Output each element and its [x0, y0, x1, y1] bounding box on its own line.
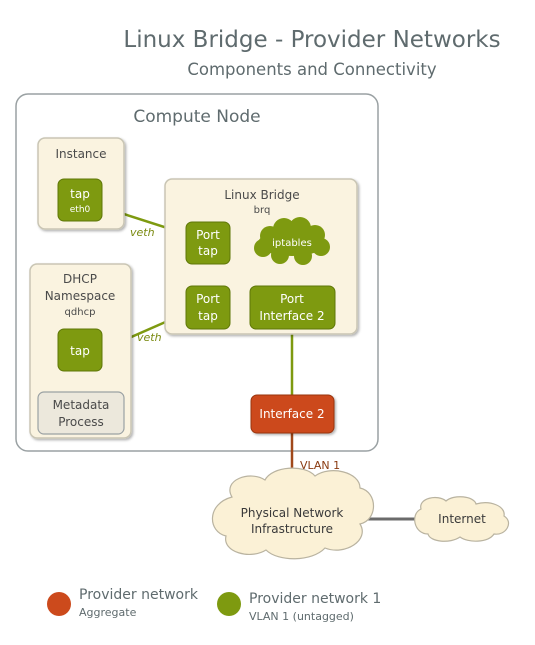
dhcp-tap	[57, 328, 103, 372]
dhcp-sub: qdhcp	[65, 307, 96, 318]
legend-dot-aggregate	[47, 592, 71, 616]
dhcp-title-line1: DHCP	[63, 272, 97, 286]
internet-label: Internet	[438, 512, 486, 526]
physical-network-line1: Physical Network	[241, 506, 344, 520]
bridge-port-tap-1	[185, 221, 231, 265]
interface-2-box	[250, 394, 335, 434]
legend-dot-provider-1	[217, 592, 241, 616]
legend-title-provider-1: Provider network 1	[249, 591, 381, 607]
port-iface-line1: Port	[280, 292, 304, 306]
vlan-label: VLAN 1	[300, 459, 340, 472]
legend-sub-aggregate: Aggregate	[79, 606, 137, 619]
bridge-sub: brq	[254, 205, 271, 216]
interface-2-label: Interface 2	[259, 407, 324, 421]
compute-node-title: Compute Node	[133, 107, 260, 127]
diagram-title: Linux Bridge - Provider Networks	[123, 27, 500, 53]
metadata-line1: Metadata	[53, 398, 110, 412]
legend-sub-provider-1: VLAN 1 (untagged)	[249, 610, 354, 623]
dhcp-title-line2: Namespace	[45, 289, 116, 303]
internet-cloud	[414, 496, 509, 542]
port-iface-line2: Interface 2	[259, 309, 324, 323]
instance-tap	[57, 178, 103, 222]
port-tap-2-line2: tap	[198, 309, 218, 323]
port-tap-1-line2: tap	[198, 244, 218, 258]
physical-network-line2: Infrastructure	[251, 522, 333, 536]
legend-title-aggregate: Provider network	[79, 587, 199, 603]
physical-network-cloud	[211, 467, 374, 560]
diagram-subtitle: Components and Connectivity	[187, 60, 437, 79]
iptables-label: iptables	[272, 238, 312, 249]
port-tap-1-line1: Port	[196, 228, 220, 242]
veth-label-2: veth	[137, 331, 162, 344]
iptables-cloud	[254, 217, 330, 265]
instance-tap-sub: eth0	[70, 205, 91, 215]
metadata-line2: Process	[58, 415, 104, 429]
dhcp-tap-label: tap	[70, 344, 90, 358]
metadata-process-box	[37, 391, 125, 435]
instance-tap-label: tap	[70, 187, 90, 201]
instance-title: Instance	[55, 147, 106, 161]
veth-label-1: veth	[130, 226, 155, 239]
bridge-title: Linux Bridge	[224, 188, 299, 202]
bridge-port-interface	[249, 285, 336, 330]
port-tap-2-line1: Port	[196, 292, 220, 306]
bridge-port-tap-2	[185, 285, 231, 330]
